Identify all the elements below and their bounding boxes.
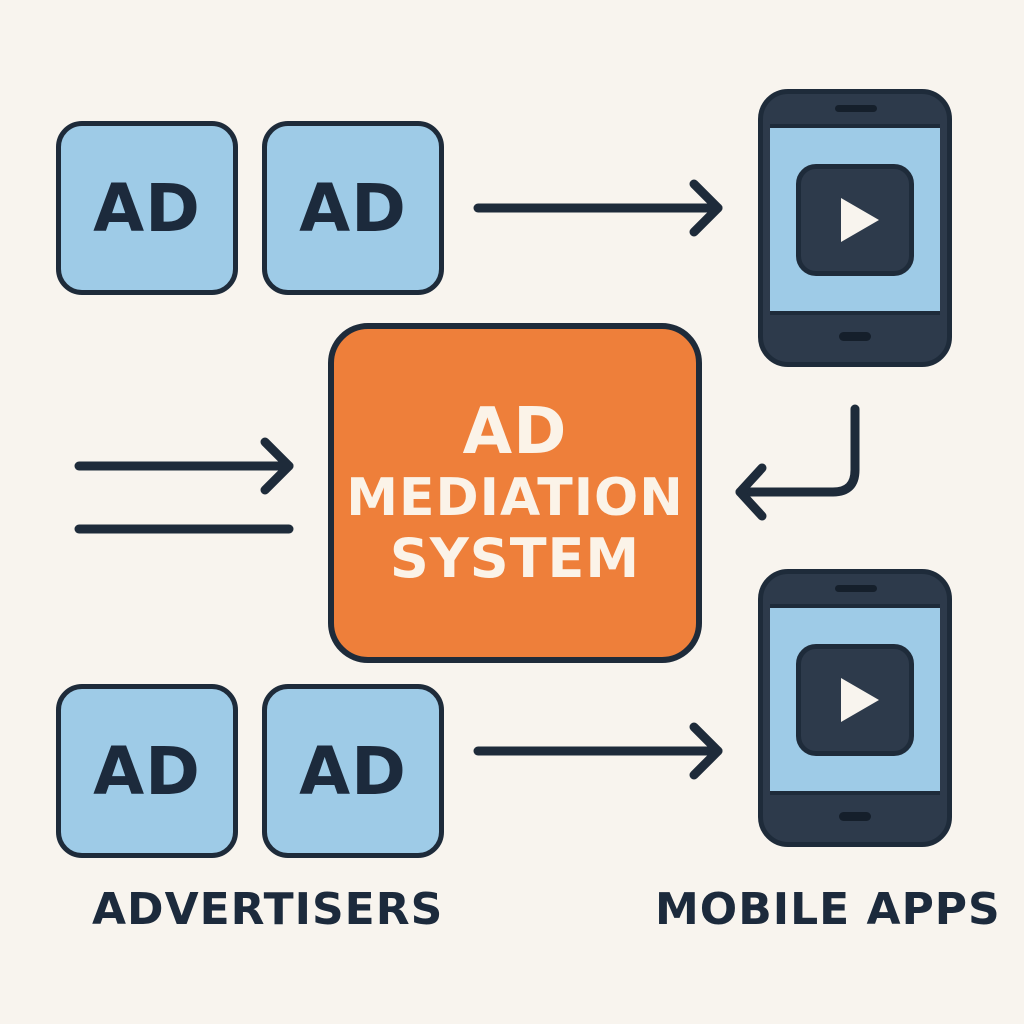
- hub-title-line-2: MEDIATION: [346, 468, 684, 528]
- phone-home-button: [839, 812, 871, 821]
- advertisers-label: ADVERTISERS: [92, 884, 444, 935]
- arrow-bottom-to-phone: [473, 722, 723, 780]
- hub-title-line-3: SYSTEM: [389, 527, 641, 590]
- arrow-top-to-phone: [473, 179, 723, 237]
- ad-tile-label: AD: [93, 732, 201, 810]
- phone-speaker: [835, 105, 877, 112]
- ad-tile-bottom-left: AD: [56, 684, 238, 858]
- arrow-phone-to-hub: [735, 404, 860, 521]
- phone-icon: [758, 89, 952, 367]
- phone-screen: [770, 604, 940, 795]
- hub-title-line-1: AD: [462, 395, 568, 469]
- phone-home-button: [839, 332, 871, 341]
- play-icon: [841, 677, 879, 722]
- phone-icon: [758, 569, 952, 847]
- phone-speaker: [835, 585, 877, 592]
- ad-mediation-system-box: AD MEDIATION SYSTEM: [328, 323, 702, 663]
- phone-screen: [770, 124, 940, 315]
- ad-tile-label: AD: [93, 169, 201, 247]
- ad-tile-label: AD: [299, 169, 407, 247]
- ad-tile-bottom-right: AD: [262, 684, 444, 858]
- mobile-apps-label: MOBILE APPS: [655, 884, 1001, 935]
- video-player: [796, 163, 914, 276]
- video-player: [796, 643, 914, 756]
- ad-tile-label: AD: [299, 732, 407, 810]
- ad-tile-top-left: AD: [56, 121, 238, 295]
- arrow-into-hub: [74, 437, 294, 495]
- ad-tile-top-right: AD: [262, 121, 444, 295]
- play-icon: [841, 197, 879, 242]
